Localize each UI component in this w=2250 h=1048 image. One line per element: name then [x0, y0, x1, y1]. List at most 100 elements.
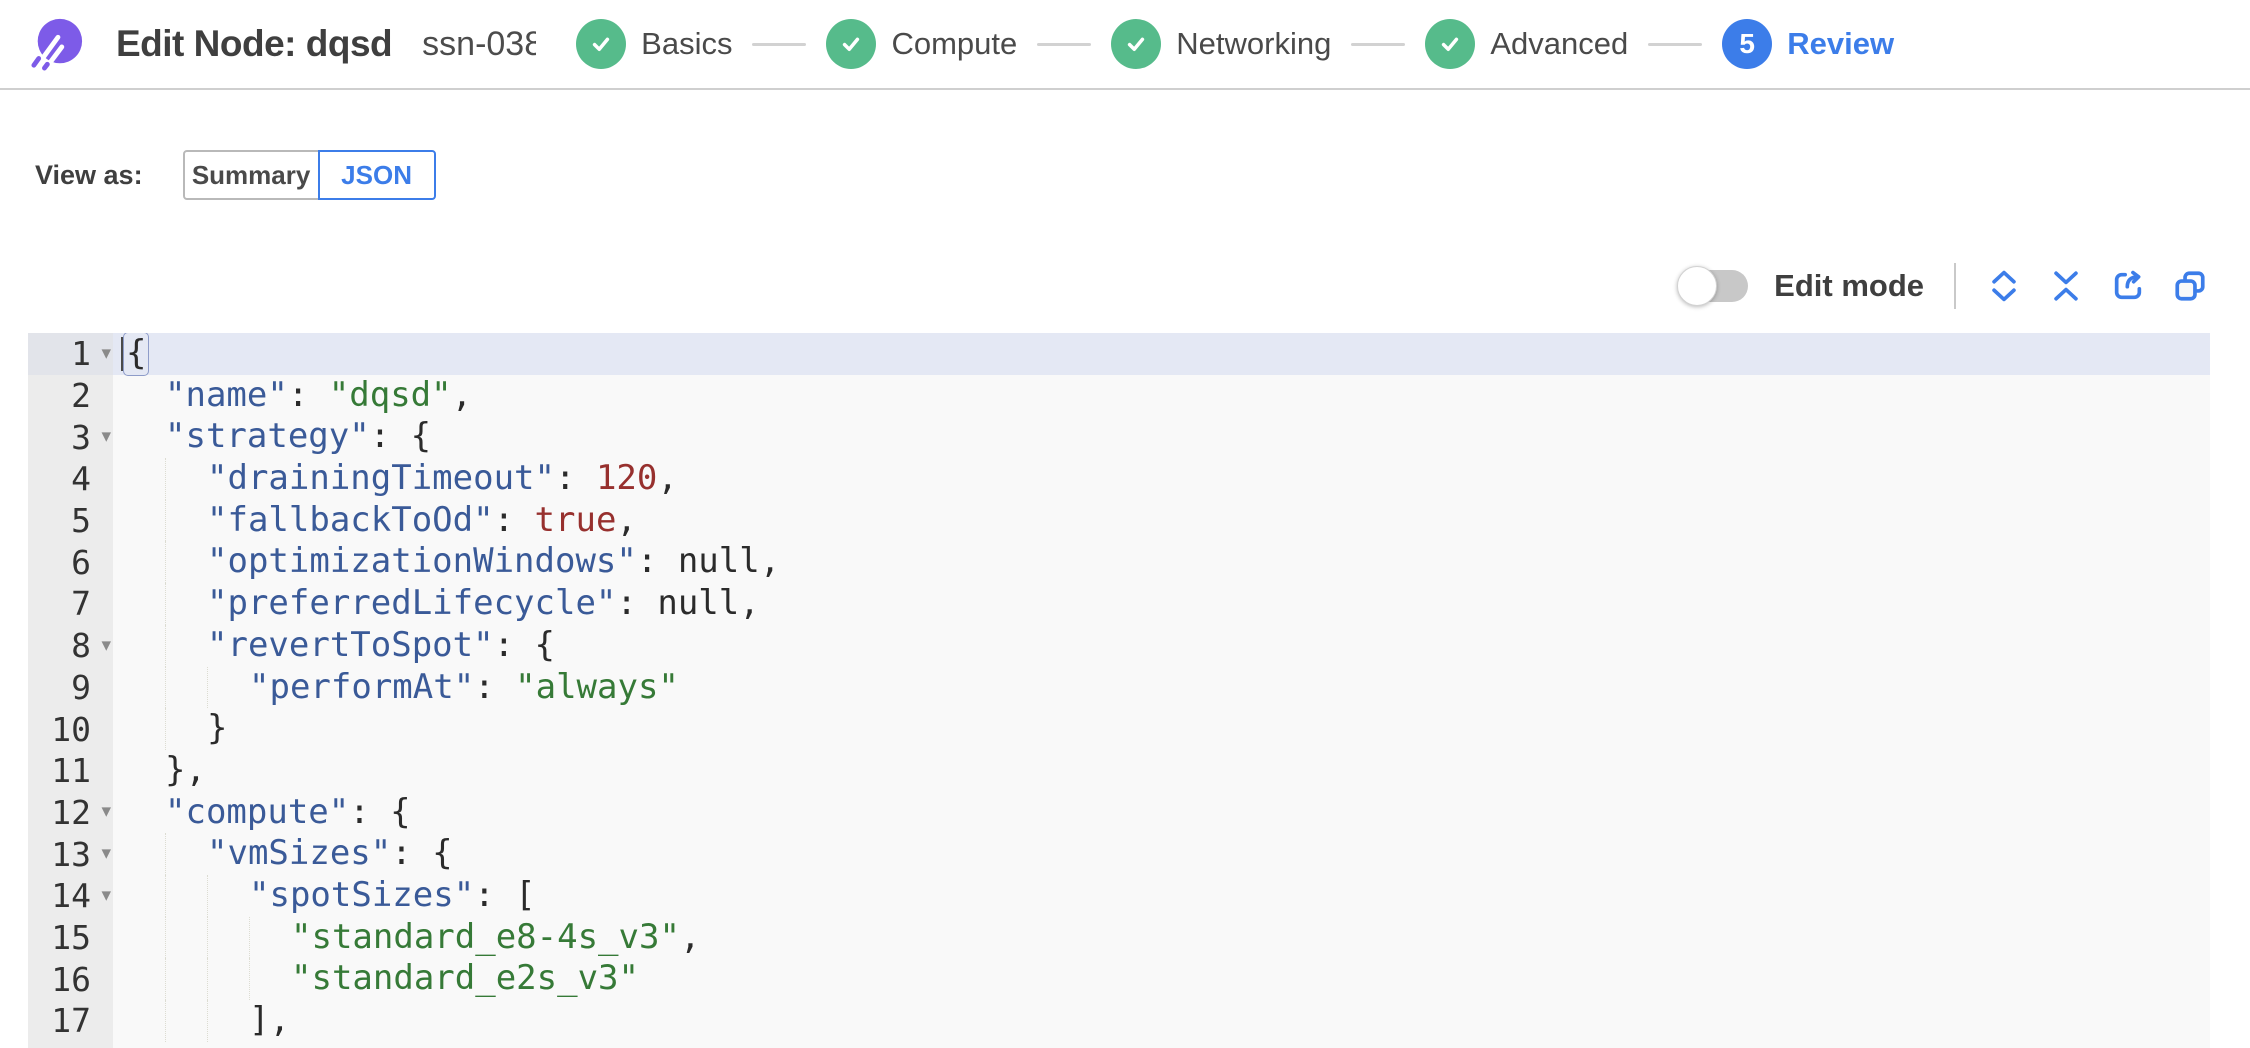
- line-number-cell[interactable]: 16: [28, 958, 113, 1000]
- code-line-13[interactable]: 13▾"vmSizes": {: [28, 833, 2210, 875]
- step-label: Advanced: [1490, 26, 1629, 61]
- line-number-cell[interactable]: 13 ▾: [28, 833, 113, 875]
- line-number-cell[interactable]: 8▾: [28, 625, 113, 667]
- code-line-17[interactable]: 17],: [28, 1000, 2210, 1042]
- line-number-cell[interactable]: 3▾: [28, 416, 113, 458]
- code-token: ],: [249, 1000, 290, 1040]
- code-text: }: [113, 708, 227, 750]
- code-token: :: [287, 374, 329, 415]
- wizard-step-review[interactable]: 5 Review: [1722, 19, 1894, 69]
- wizard-step-compute[interactable]: Compute: [826, 19, 1017, 69]
- code-token: "preferredLifecycle": [207, 583, 617, 624]
- code-token: ,: [679, 916, 701, 957]
- indent-guide: [249, 958, 250, 1000]
- indent-guide: [207, 874, 208, 917]
- edit-mode-toggle[interactable]: [1677, 266, 1749, 306]
- expand-all-button[interactable]: [1984, 266, 2024, 306]
- line-number-cell[interactable]: 9: [28, 667, 113, 709]
- code-line-15[interactable]: 15"standard_e8-4s_v3",: [28, 916, 2210, 959]
- indent-guide: [165, 666, 166, 709]
- line-number-cell[interactable]: 14▾: [28, 875, 113, 917]
- line-number-cell[interactable]: 15: [28, 917, 113, 959]
- collapse-all-button[interactable]: [2046, 266, 2086, 306]
- code-token: "drainingTimeout": [207, 458, 555, 499]
- code-line-10[interactable]: 10}: [28, 708, 2210, 750]
- code-token: "optimizationWindows": [207, 541, 637, 582]
- line-number: 1: [71, 334, 91, 374]
- code-token: ,: [657, 458, 678, 499]
- line-number-cell[interactable]: 17: [28, 1000, 113, 1042]
- step-label: Review: [1787, 26, 1895, 61]
- code-text: ],: [113, 1000, 290, 1042]
- copy-button[interactable]: [2170, 266, 2210, 306]
- indent-guide: [165, 583, 166, 625]
- summary-button[interactable]: Summary: [182, 150, 320, 200]
- line-number: 13: [51, 834, 91, 874]
- code-line-5[interactable]: 5"fallbackToOd": true,: [28, 499, 2210, 542]
- code-token: "spotSizes": [249, 874, 475, 915]
- wizard-step-basics[interactable]: Basics: [576, 19, 732, 69]
- code-line-14[interactable]: 14▾"spotSizes": [: [28, 874, 2210, 917]
- line-number-cell[interactable]: 4: [28, 458, 113, 500]
- code-line-4[interactable]: 4 "drainingTimeout": 120,: [28, 458, 2210, 500]
- code-token: "compute": [165, 791, 350, 832]
- editor-toolbar: Edit mode: [1677, 260, 2210, 312]
- code-token: "fallbackToOd": [207, 499, 494, 540]
- code-token: null: [657, 583, 740, 624]
- code-token: ,: [759, 541, 781, 582]
- code-token: :: [555, 458, 596, 499]
- wizard-step-networking[interactable]: Networking: [1111, 19, 1331, 69]
- view-as-segmented-control: Summary JSON: [182, 150, 436, 200]
- fold-arrow-icon[interactable]: ▾: [101, 633, 111, 656]
- step-number-badge: 5: [1722, 19, 1773, 69]
- toolbar-divider: [1954, 263, 1956, 309]
- line-number-cell[interactable]: 5: [28, 500, 113, 542]
- line-number: 6: [71, 542, 91, 582]
- code-text: "preferredLifecycle": null,: [113, 583, 760, 625]
- code-line-12[interactable]: 12▾"compute": {: [28, 792, 2210, 834]
- export-button[interactable]: [2108, 266, 2148, 306]
- json-button[interactable]: JSON: [317, 150, 436, 200]
- code-content: "standard_e8-4s_v3",: [113, 916, 2210, 959]
- code-line-7[interactable]: 7"preferredLifecycle": null,: [28, 583, 2210, 625]
- code-line-11[interactable]: 11},: [28, 750, 2210, 792]
- code-line-2[interactable]: 2"name": "dqsd",: [28, 375, 2210, 417]
- code-line-16[interactable]: 16"standard_e2s_v3": [28, 958, 2210, 1000]
- fold-arrow-icon[interactable]: ▾: [101, 341, 111, 364]
- line-number: 5: [71, 501, 91, 541]
- fold-arrow-icon[interactable]: ▾: [101, 800, 111, 823]
- code-content: "name": "dqsd",: [113, 375, 2210, 417]
- code-token: ,: [616, 499, 637, 540]
- line-number-cell[interactable]: 2: [28, 375, 113, 417]
- code-token: "dqsd": [328, 374, 452, 415]
- export-icon: [2114, 270, 2142, 300]
- code-token: ,: [739, 583, 760, 624]
- code-line-3[interactable]: 3▾"strategy": {: [28, 416, 2210, 458]
- code-content: "strategy": {: [113, 416, 2210, 458]
- line-number-cell[interactable]: 6: [28, 541, 113, 583]
- wizard-step-advanced[interactable]: Advanced: [1425, 19, 1628, 69]
- line-number-cell[interactable]: 10: [28, 708, 113, 750]
- line-number-cell[interactable]: 7: [28, 583, 113, 625]
- line-number-cell[interactable]: 1▾: [28, 333, 113, 375]
- indent-guide: [249, 916, 250, 959]
- fold-arrow-icon[interactable]: ▾: [101, 883, 111, 906]
- code-line-8[interactable]: 8▾"revertToSpot": {: [28, 624, 2210, 667]
- fold-arrow-icon[interactable]: ▾: [101, 425, 111, 448]
- code-line-6[interactable]: 6 "optimizationWindows": null,: [28, 541, 2210, 584]
- code-text: "optimizationWindows": null,: [113, 541, 780, 583]
- fold-arrow-icon[interactable]: ▾: [101, 842, 111, 865]
- line-number-cell[interactable]: 12▾: [28, 792, 113, 834]
- code-token: :: [493, 499, 535, 540]
- json-editor[interactable]: 1▾{2"name": "dqsd",3▾"strategy": {4"drai…: [28, 333, 2210, 1048]
- code-token: "vmSizes": [207, 833, 392, 874]
- line-number-cell[interactable]: 11: [28, 750, 113, 792]
- indent-guide: [207, 916, 208, 959]
- indent-guide: [165, 708, 166, 750]
- step-connector: [752, 42, 807, 46]
- code-token: 120: [595, 458, 658, 499]
- code-line-9[interactable]: 9"performAt": "always": [28, 666, 2210, 709]
- code-text: "compute": {: [113, 792, 411, 834]
- code-line-1[interactable]: 1▾{: [28, 333, 2210, 376]
- code-token: :: [474, 666, 516, 707]
